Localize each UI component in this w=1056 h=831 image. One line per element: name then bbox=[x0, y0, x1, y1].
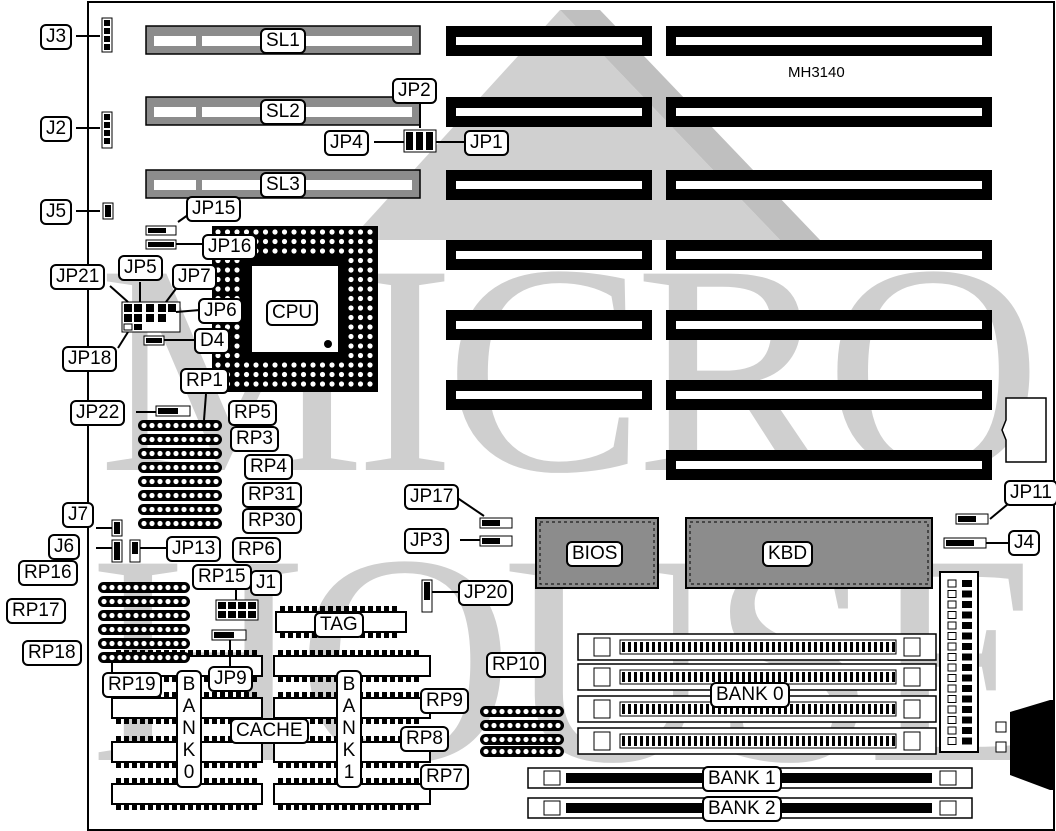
label-kbd: KBD bbox=[762, 541, 814, 567]
label-rp31: RP31 bbox=[242, 482, 302, 508]
label-jp6: JP6 bbox=[198, 298, 243, 324]
label-jp9: JP9 bbox=[208, 666, 253, 692]
label-jp22: JP22 bbox=[70, 400, 126, 426]
label-cache: CACHE bbox=[230, 718, 309, 744]
label-jp17: JP17 bbox=[404, 484, 460, 510]
label-jp21: JP21 bbox=[50, 264, 106, 290]
label-j1: J1 bbox=[250, 570, 283, 596]
label-bank1: BANK 1 bbox=[702, 766, 782, 792]
label-bank2: BANK 2 bbox=[702, 796, 782, 822]
label-j7: J7 bbox=[62, 502, 95, 528]
label-rp16: RP16 bbox=[18, 560, 78, 586]
label-bios: BIOS bbox=[566, 541, 624, 567]
label-jp4: JP4 bbox=[324, 130, 369, 156]
label-jp18: JP18 bbox=[62, 346, 118, 372]
label-jp3: JP3 bbox=[404, 528, 449, 554]
label-rp5: RP5 bbox=[228, 400, 277, 426]
label-rp1: RP1 bbox=[180, 368, 229, 394]
label-jp11: JP11 bbox=[1004, 480, 1056, 506]
label-jp13: JP13 bbox=[166, 536, 222, 562]
label-rp6: RP6 bbox=[232, 537, 281, 563]
label-jp7: JP7 bbox=[172, 264, 217, 290]
edge-connector bbox=[1010, 700, 1054, 790]
board-model: MH3140 bbox=[788, 64, 845, 81]
jumpers bbox=[101, 17, 989, 641]
label-bank0: BANK 0 bbox=[710, 682, 790, 708]
label-j2: J2 bbox=[40, 116, 73, 142]
label-jp16: JP16 bbox=[202, 234, 258, 260]
label-cache-bank0: BANK0 bbox=[176, 670, 202, 788]
label-jp1: JP1 bbox=[464, 130, 509, 156]
label-rp15: RP15 bbox=[192, 564, 252, 590]
isa-slots bbox=[446, 26, 992, 480]
label-rp3: RP3 bbox=[230, 426, 279, 452]
right-connector bbox=[1001, 397, 1047, 463]
label-d4: D4 bbox=[194, 328, 231, 354]
label-jp20: JP20 bbox=[458, 580, 514, 606]
label-rp7: RP7 bbox=[420, 764, 469, 790]
label-j5: J5 bbox=[40, 199, 73, 225]
label-cpu: CPU bbox=[266, 300, 319, 326]
resistor-packs bbox=[98, 420, 564, 757]
label-rp19: RP19 bbox=[102, 672, 162, 698]
label-rp17: RP17 bbox=[6, 598, 66, 624]
label-rp4: RP4 bbox=[244, 454, 293, 480]
label-rp10: RP10 bbox=[486, 652, 546, 678]
simm-bank0 bbox=[577, 633, 937, 755]
label-sl1: SL1 bbox=[260, 28, 306, 54]
label-j4: J4 bbox=[1008, 530, 1041, 556]
label-tag: TAG bbox=[314, 612, 364, 638]
label-cache-bank1: BANK1 bbox=[336, 670, 362, 788]
label-rp30: RP30 bbox=[242, 508, 302, 534]
label-sl2: SL2 bbox=[260, 99, 306, 125]
label-j6: J6 bbox=[48, 534, 81, 560]
label-jp5: JP5 bbox=[118, 255, 163, 281]
label-sl3: SL3 bbox=[260, 172, 306, 198]
label-jp2: JP2 bbox=[392, 78, 437, 104]
label-rp18: RP18 bbox=[22, 640, 82, 666]
label-rp8: RP8 bbox=[400, 726, 449, 752]
leader-lines bbox=[76, 35, 1009, 668]
label-jp15: JP15 bbox=[186, 196, 242, 222]
power-connector bbox=[939, 571, 979, 753]
label-rp9: RP9 bbox=[420, 688, 469, 714]
label-j3: J3 bbox=[40, 24, 73, 50]
